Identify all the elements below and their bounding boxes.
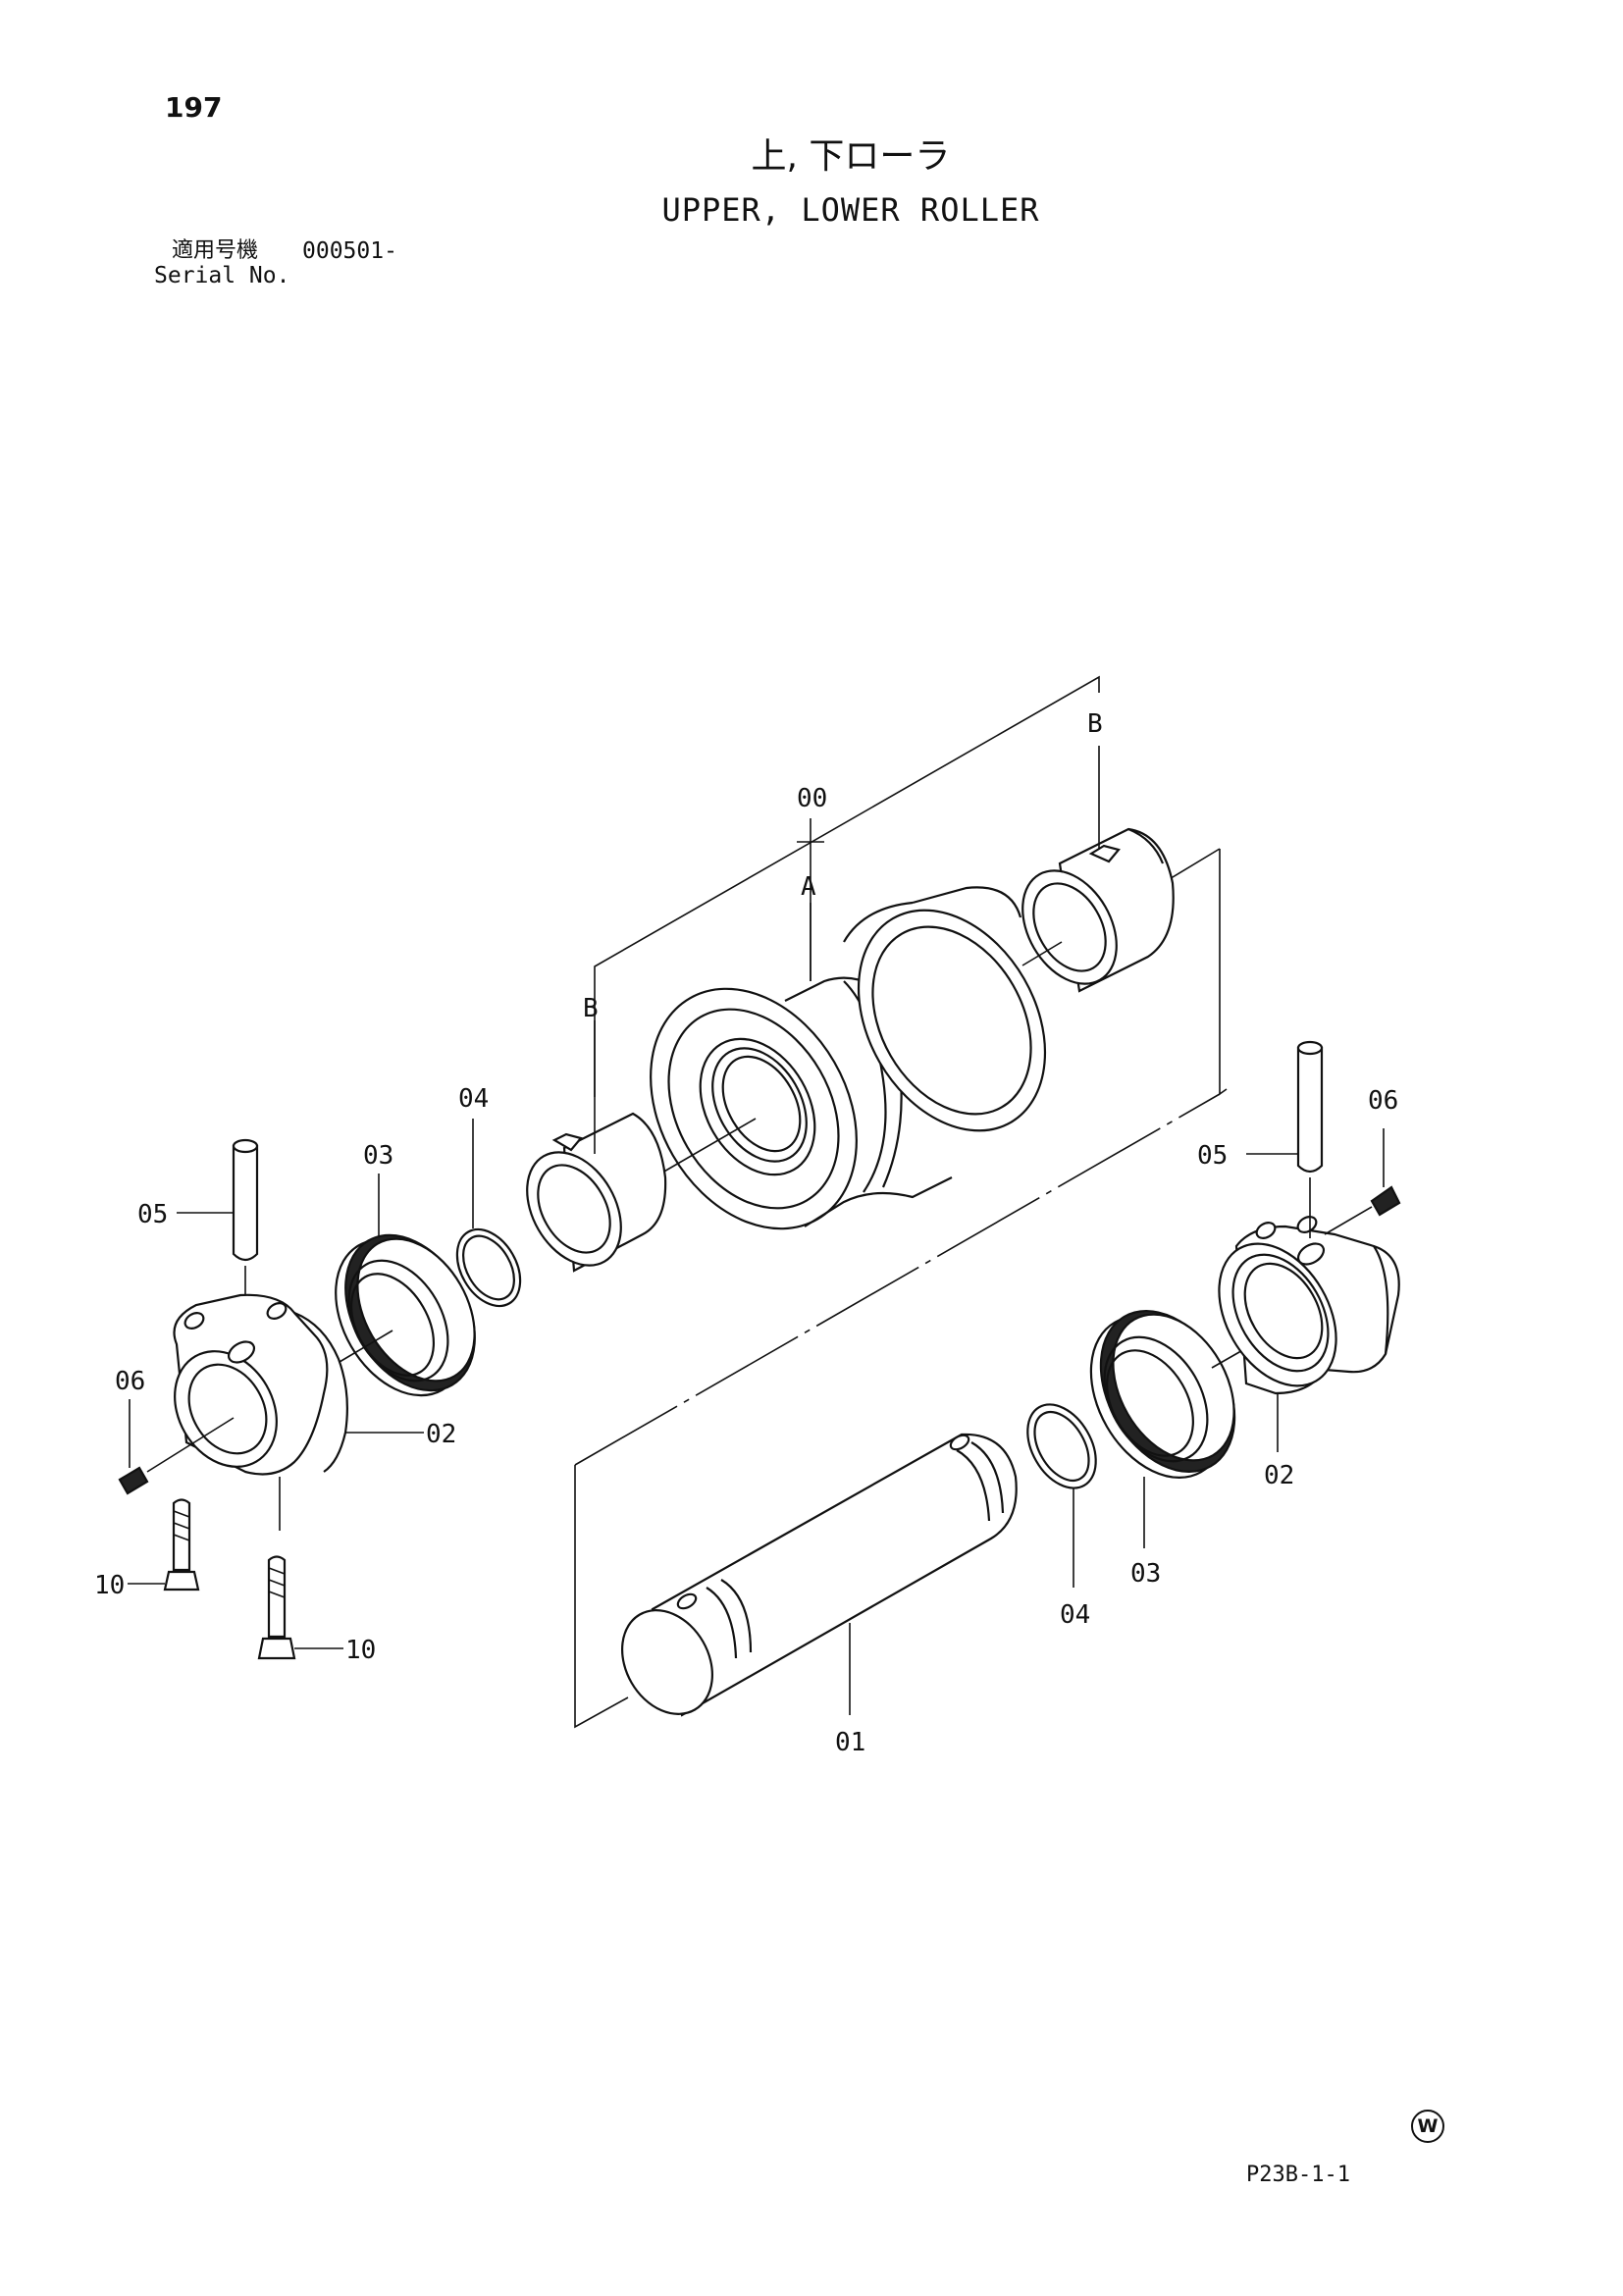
page-number: 197 [165,91,223,124]
callout-oring-left: 04 [458,1084,489,1114]
bushing-right [1021,746,1175,993]
callout-pin-right: 05 [1197,1141,1228,1171]
oring-left [455,1119,522,1308]
oring-right [1026,1403,1097,1588]
collar-right [1218,1216,1400,1452]
figure-code: P23B-1-1 [1246,2163,1350,2187]
callout-plug-right: 06 [1368,1086,1398,1116]
callout-bushing-right: B [1087,709,1103,739]
callout-collar-right: 02 [1264,1461,1294,1490]
shaft [620,1433,1018,1717]
callout-bushing-left: B [583,994,599,1023]
callout-seal-right: 03 [1130,1559,1161,1589]
callout-assembly: 00 [797,784,827,813]
callout-pin-left: 05 [137,1200,168,1229]
bolt-b [257,1555,343,1660]
callout-shaft: 01 [835,1728,865,1757]
pin-right [1246,1040,1324,1238]
seal-right [1089,1309,1247,1548]
callout-seal-left: 03 [363,1141,393,1171]
roller-body [650,886,1047,1230]
callout-oring-right: 04 [1060,1600,1090,1630]
serial-label-japanese: 適用号機 [172,238,259,263]
pin-left [177,1138,259,1305]
manufacturer-mark: W [1411,2110,1444,2143]
callout-bolt-b: 10 [345,1636,376,1665]
bushing-left [526,1020,667,1273]
callout-bolt-a: 10 [94,1571,125,1600]
callout-collar-left: 02 [426,1420,456,1449]
callout-plug-left: 06 [115,1367,145,1396]
callout-roller-body: A [801,872,816,902]
bolt-a [128,1498,200,1592]
seal-left [335,1174,476,1397]
title-english: UPPER, LOWER ROLLER [661,191,1040,229]
plug-left [118,1399,235,1495]
plug-right [1324,1128,1401,1235]
serial-number-range: 000501- [302,238,397,264]
serial-label-english: Serial No. [154,263,290,288]
title-japanese: 上, 下ローラ [751,136,951,177]
